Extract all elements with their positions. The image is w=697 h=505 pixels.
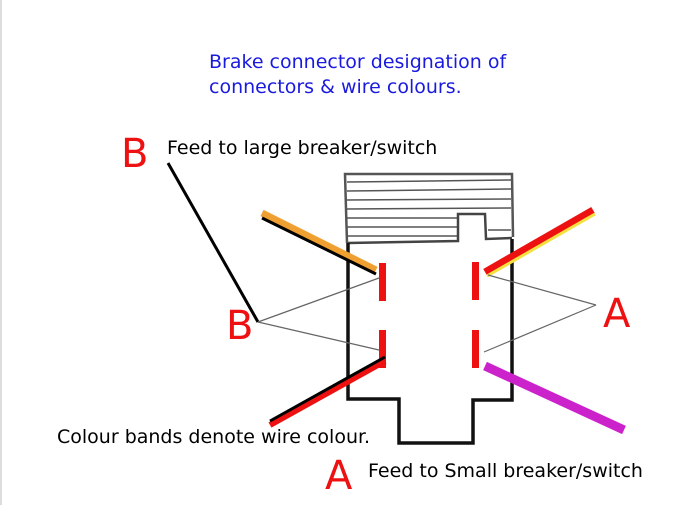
title-line-2: connectors & wire colours.: [209, 76, 462, 98]
connector-body-outline: [346, 239, 514, 445]
title-line-1: Brake connector designation of: [209, 51, 507, 73]
pointer-b-bottom: [257, 321, 380, 351]
marker-b-top: B: [121, 131, 149, 177]
terminal-a-top: [472, 262, 479, 300]
label-feed-small: Feed to Small breaker/switch: [368, 460, 643, 482]
wire-red-yellow: [483, 206, 596, 278]
pointer-a-top: [487, 274, 597, 306]
connector-top-hatch: [343, 172, 515, 245]
pointer-b-top: [257, 277, 380, 323]
terminal-b-top: [379, 263, 386, 301]
wire-purple: [483, 361, 626, 435]
marker-a-right: A: [603, 291, 631, 337]
wire-black-red: [268, 355, 387, 428]
leader-line-b-feed: [166, 162, 260, 323]
terminal-a-bottom: [472, 330, 479, 368]
label-feed-large: Feed to large breaker/switch: [167, 137, 438, 159]
marker-a-bottom: A: [325, 453, 353, 499]
label-colour-bands: Colour bands denote wire colour.: [57, 426, 371, 448]
pointer-a-bottom: [483, 304, 597, 353]
marker-b-left: B: [226, 303, 254, 349]
terminal-b-bottom: [379, 330, 386, 368]
diagram-title: Brake connector designation of connector…: [209, 50, 506, 100]
wire-orange-black: [260, 209, 378, 276]
